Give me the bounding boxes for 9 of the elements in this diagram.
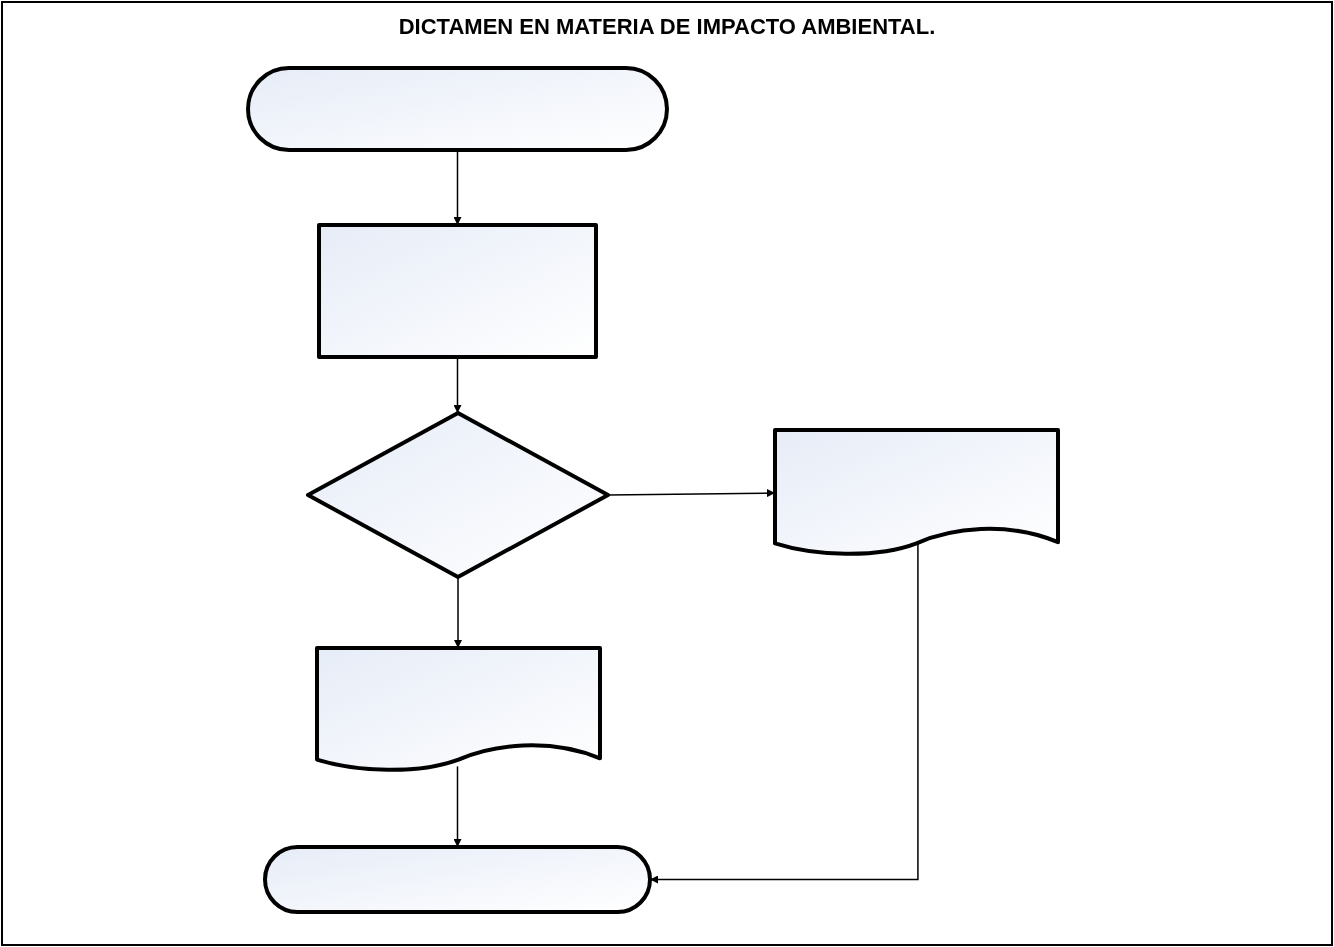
arrow bbox=[454, 576, 462, 649]
arrow bbox=[453, 765, 462, 848]
terminator-shape bbox=[265, 847, 650, 912]
diagram-title: DICTAMEN EN MATERIA DE IMPACTO AMBIENTAL. bbox=[398, 14, 936, 40]
document-shape bbox=[317, 648, 600, 772]
decision-diamond bbox=[308, 413, 608, 577]
terminator-shape bbox=[248, 68, 667, 150]
document-shape bbox=[775, 430, 1058, 556]
process-box bbox=[319, 225, 596, 357]
